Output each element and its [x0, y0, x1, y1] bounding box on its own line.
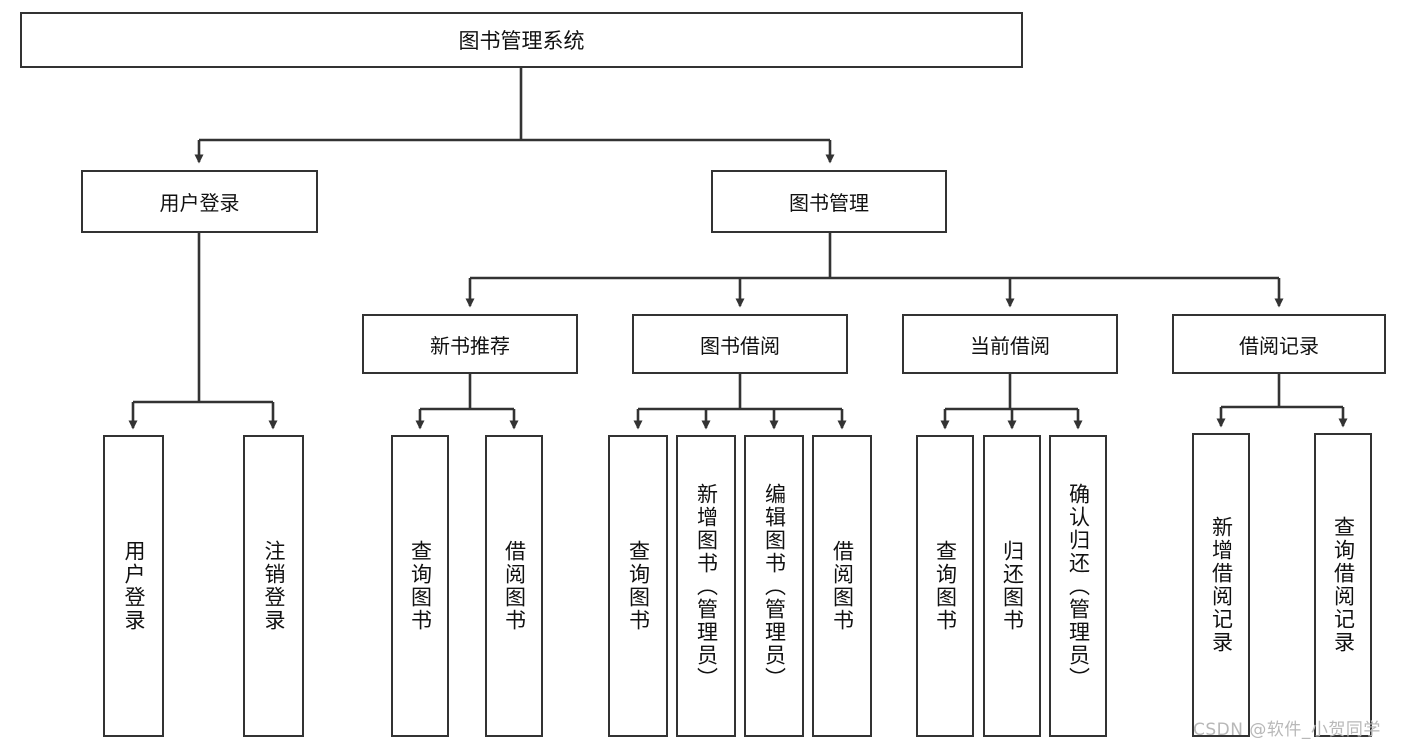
leaf-node[interactable]: 借阅图书 [485, 435, 543, 737]
leaf-node[interactable]: 用户登录 [103, 435, 164, 737]
leaf-node[interactable]: 查询图书 [391, 435, 449, 737]
node-book-management[interactable]: 图书管理 [711, 170, 947, 233]
leaf-node-label: 用户登录 [122, 540, 146, 632]
node-user-login[interactable]: 用户登录 [81, 170, 318, 233]
leaf-node-label: 新增借阅记录 [1209, 516, 1234, 654]
leaf-node-label: 注销登录 [262, 540, 286, 632]
leaf-node[interactable]: 借阅图书 [812, 435, 872, 737]
leaf-node-label: 查询图书 [626, 540, 651, 632]
leaf-node-label: 查询图书 [408, 540, 433, 632]
leaf-node-label: 借阅图书 [502, 540, 527, 632]
node-new-book-recommend-label: 新书推荐 [430, 333, 510, 358]
node-borrow-record-label: 借阅记录 [1239, 333, 1319, 358]
node-new-book-recommend[interactable]: 新书推荐 [362, 314, 578, 374]
leaf-node[interactable]: 新增借阅记录 [1192, 433, 1250, 737]
node-book-borrow[interactable]: 图书借阅 [632, 314, 848, 374]
leaf-node-label: 新增图书（管理员） [694, 482, 719, 690]
watermark-text: CSDN @软件_小贺同学 [1193, 720, 1381, 740]
leaf-node-label: 查询借阅记录 [1331, 516, 1356, 654]
node-book-management-label: 图书管理 [789, 191, 869, 215]
node-borrow-record[interactable]: 借阅记录 [1172, 314, 1386, 374]
watermark: CSDN @软件_小贺同学 [1193, 715, 1381, 740]
leaf-node[interactable]: 查询图书 [608, 435, 668, 737]
node-root-label: 图书管理系统 [458, 29, 585, 53]
leaf-node[interactable]: 归还图书 [983, 435, 1041, 737]
node-root[interactable]: 图书管理系统 [20, 12, 1023, 68]
leaf-node-label: 借阅图书 [830, 540, 855, 632]
leaf-node-label: 查询图书 [933, 540, 958, 632]
leaf-node[interactable]: 查询借阅记录 [1314, 433, 1372, 737]
node-current-borrow-label: 当前借阅 [970, 333, 1050, 358]
leaf-node-label: 确认归还（管理员） [1066, 482, 1091, 690]
node-current-borrow[interactable]: 当前借阅 [902, 314, 1118, 374]
leaf-node[interactable]: 确认归还（管理员） [1049, 435, 1107, 737]
leaf-node[interactable]: 编辑图书（管理员） [744, 435, 804, 737]
leaf-node[interactable]: 新增图书（管理员） [676, 435, 736, 737]
leaf-node-label: 编辑图书（管理员） [762, 482, 787, 690]
leaf-node[interactable]: 注销登录 [243, 435, 304, 737]
node-book-borrow-label: 图书借阅 [700, 333, 780, 358]
node-user-login-label: 用户登录 [159, 191, 240, 215]
leaf-node-label: 归还图书 [1000, 540, 1025, 632]
leaf-node[interactable]: 查询图书 [916, 435, 974, 737]
